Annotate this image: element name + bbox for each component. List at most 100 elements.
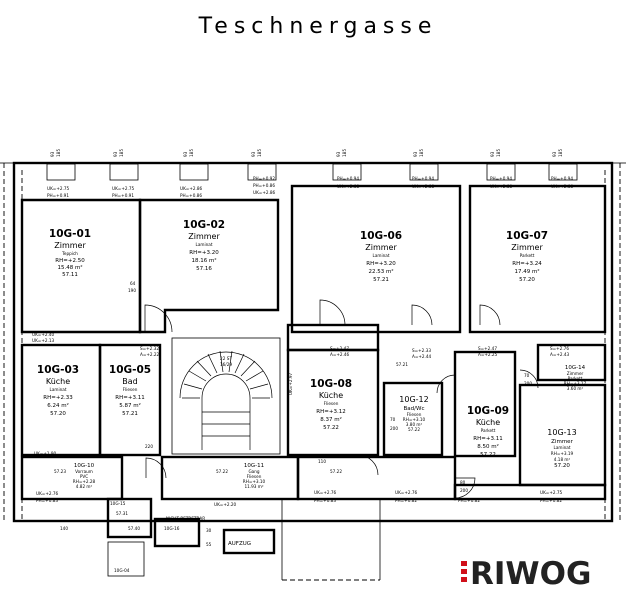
sill-label: UK=+2.75: [112, 186, 134, 191]
room-level: 57.20: [50, 411, 66, 417]
room-id-small: 10G-15: [110, 501, 126, 506]
sill-label: PH=+0.82: [458, 498, 480, 503]
stair-count-label: 22 ST: [220, 356, 232, 361]
dim-label: 190: [128, 288, 136, 293]
room-height: RH=+3.10: [243, 479, 266, 484]
sill-label: PH=+0.86: [180, 193, 202, 198]
sill-label: UK=+2.75: [47, 186, 69, 191]
room-10g-06: 10G-06 Zimmer Laminat RH=+3.20 22.53 m² …: [360, 230, 402, 283]
window-height-label: 185: [189, 149, 194, 157]
room-level: 57.22: [480, 452, 496, 458]
sill-label: A=+2.46: [330, 352, 350, 357]
sill-label: UK=+2.40: [32, 332, 54, 337]
dim-label: 220: [145, 444, 153, 449]
riwog-logo: RIWOG: [461, 556, 591, 592]
sill-label: S=+2.33: [412, 348, 431, 353]
room-id: 10G-14: [565, 365, 586, 371]
room-name: Zimmer: [54, 241, 86, 250]
room-10g-09: 10G-09 Küche Parkett RH=+3.11 8.50 m² 57…: [467, 405, 509, 458]
window-width-label: 93: [113, 151, 118, 157]
sill-label: PH=+0.92: [253, 176, 275, 181]
room-floor: Teppich: [61, 251, 78, 256]
room-level: 57.21: [373, 277, 389, 283]
room-height: RH=+2.50: [55, 258, 85, 264]
sill-label: S=+2.47: [330, 346, 349, 351]
room-level: 57.23: [54, 469, 66, 474]
room-area: 4.82 m²: [76, 484, 93, 489]
dim-label: 200: [524, 381, 532, 386]
stair-dim-label: 16/29: [220, 362, 232, 367]
window-height-label: 185: [419, 149, 424, 157]
room-name: Zimmer: [511, 243, 543, 252]
window-width-label: 93: [183, 151, 188, 157]
sill-label: PH=+0.94: [551, 176, 573, 181]
sill-label: PH=+0.86: [253, 183, 275, 188]
room-area: 3.80 m²: [406, 422, 423, 427]
room-floor: Fliesen: [407, 412, 422, 417]
room-10g-03: 10G-03 Küche Laminat RH=+2.33 6.24 m² 57…: [37, 364, 79, 417]
room-id: 10G-10: [74, 463, 95, 469]
room-10g-07: 10G-07 Zimmer Parkett RH=+3.24 17.49 m² …: [506, 230, 548, 283]
room-height: RH=+3.10: [403, 417, 426, 422]
sill-label: PH=+0.94: [337, 176, 359, 181]
window-width-label: 93: [490, 151, 495, 157]
level-label: 57.22: [330, 469, 342, 474]
dim-label: 70: [524, 373, 530, 378]
sill-label: PH=+0.83: [36, 498, 58, 503]
sill-label: PH=+0.82: [540, 498, 562, 503]
room-id: 10G-05: [109, 364, 151, 376]
window-height-label: 185: [257, 149, 262, 157]
room-area: 17.49 m²: [514, 268, 539, 275]
dim-label: 140: [60, 526, 68, 531]
window-width-label: 93: [50, 151, 55, 157]
room-floor: Fliesen: [123, 387, 138, 392]
window-height-label: 185: [558, 149, 563, 157]
dim-label: 200: [460, 488, 468, 493]
sill-label: S=+2.76: [550, 346, 569, 351]
room-level: 57.21: [122, 411, 138, 417]
room-floor: Parkett: [520, 253, 535, 258]
sill-label: S=+2.47: [478, 346, 497, 351]
sill-label: PH=+0.94: [412, 176, 434, 181]
sill-label: PH=+0.83: [314, 498, 336, 503]
room-area: 11.93 m²: [244, 484, 263, 489]
level-label: 57.40: [128, 526, 140, 531]
room-height: RH=+2.33: [43, 395, 73, 401]
sill-label: A=+2.25: [478, 352, 498, 357]
room-height: RH=+3.11: [473, 436, 502, 442]
room-height: RH=+3.24: [512, 261, 542, 267]
room-floor: Laminat: [195, 242, 212, 247]
room-floor: Laminat: [49, 387, 66, 392]
room-area: 3.60 m²: [567, 386, 584, 391]
window-width-label: 93: [251, 151, 256, 157]
room-area: 4.18 m²: [554, 457, 571, 462]
window-width-label: 93: [413, 151, 418, 157]
room-area: 5.87 m²: [119, 402, 141, 409]
room-area: 6.24 m²: [47, 402, 69, 409]
room-height: RH=+3.17: [564, 381, 587, 386]
sill-label: UK=+2.86: [253, 190, 275, 195]
dim-label: 30: [206, 528, 212, 533]
level-label: 57.21: [396, 362, 408, 367]
room-height: RH=+3.20: [189, 250, 219, 256]
room-id: 10G-01: [49, 228, 91, 240]
sill-label: A=+2.43: [550, 352, 570, 357]
room-height: RH=+2.28: [73, 479, 96, 484]
room-name: Gang: [248, 469, 259, 474]
sill-label: PH=+0.94: [490, 176, 512, 181]
room-id: 10G-03: [37, 364, 79, 376]
level-label: 57.31: [116, 511, 128, 516]
sill-label: PH=+0.82: [395, 498, 417, 503]
room-floor: Fliesen: [324, 401, 339, 406]
sill-label: UK=+2.76: [314, 490, 336, 495]
sill-label: UK=+2.13: [32, 338, 54, 343]
room-name: Bad: [122, 377, 137, 386]
room-height: RH=+3.20: [366, 261, 396, 267]
sill-label: S=+2.32: [140, 346, 159, 351]
